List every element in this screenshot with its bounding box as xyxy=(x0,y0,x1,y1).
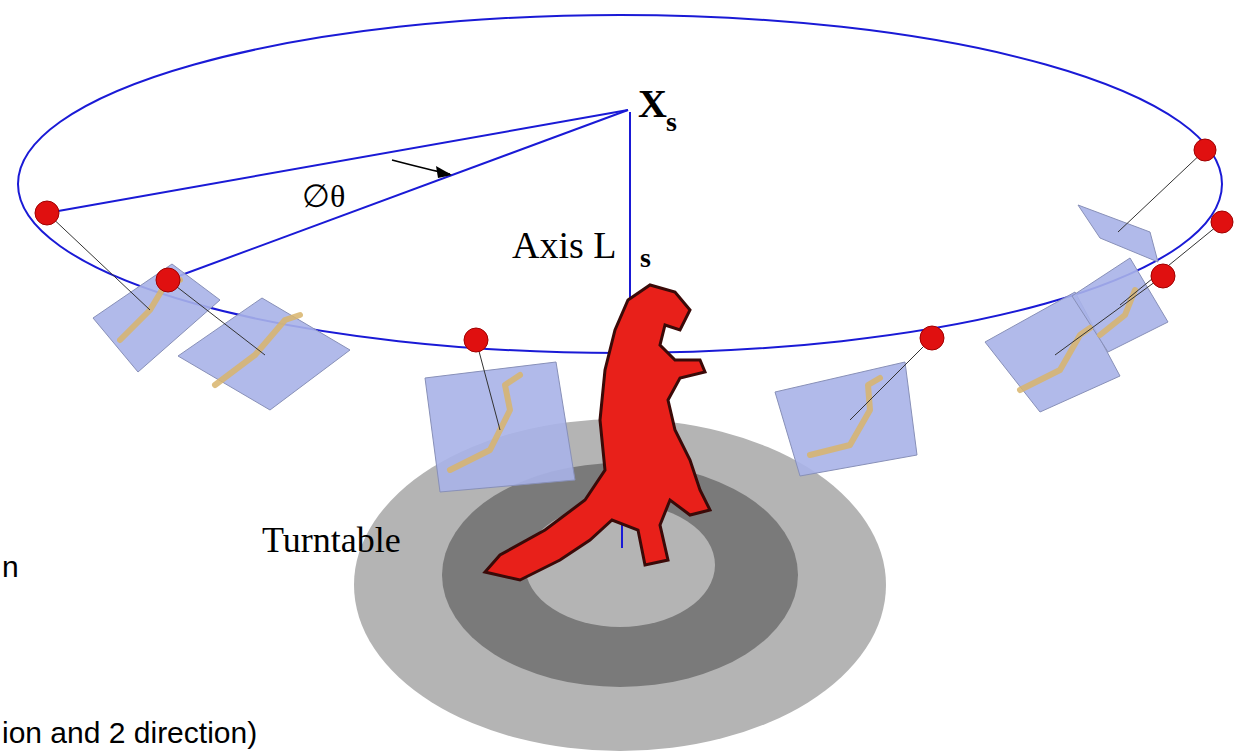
subscript: s xyxy=(640,244,651,272)
subscript: s xyxy=(666,108,677,136)
angle-label: ∅θ xyxy=(302,180,345,212)
radius-line xyxy=(47,110,628,213)
center-point-label: X xyxy=(638,84,667,124)
angle-arrowhead xyxy=(436,166,452,178)
camera-centres xyxy=(35,139,1233,352)
radius-line xyxy=(168,110,628,280)
axis-label: Axis L xyxy=(512,226,617,264)
slide-text-fragment: ion and 2 direction) xyxy=(2,718,257,748)
slide-text-fragment: n xyxy=(2,552,19,582)
dinosaur xyxy=(485,285,710,580)
rotation-axis xyxy=(629,112,631,300)
turntable-label: Turntable xyxy=(262,522,401,558)
